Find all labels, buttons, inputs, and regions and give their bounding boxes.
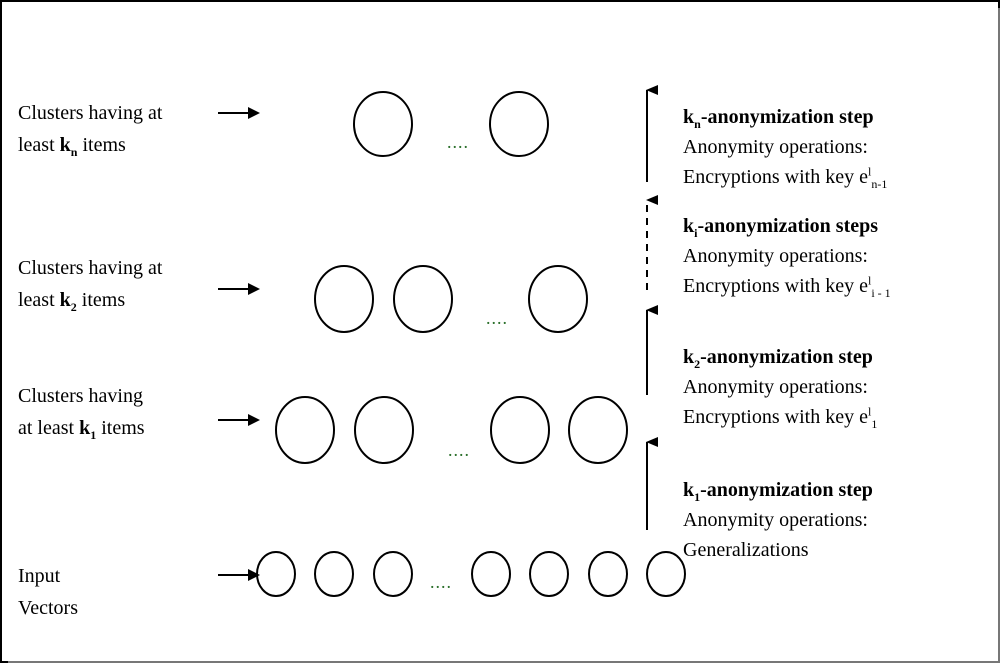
level-n-label: Clusters having at least kn items (18, 97, 162, 161)
arrow-right-level-n (218, 107, 260, 119)
cluster-circle (490, 396, 550, 464)
step-detail: Encryptions with key el1 (683, 404, 878, 431)
label-line1: Clusters having (18, 385, 143, 407)
arrow-right-input (218, 569, 260, 581)
cluster-circle (568, 396, 628, 464)
arrow-right-level-1 (218, 414, 260, 426)
step-title: k2-anonymization step (683, 346, 873, 371)
ellipsis-level-n: .... (447, 132, 469, 152)
cluster-circle (489, 91, 549, 157)
cluster-circle (354, 396, 414, 464)
input-circle (373, 551, 413, 597)
step-operations: Anonymity operations: (683, 245, 868, 267)
label-line2: least kn items (18, 134, 126, 159)
arrow-right-level-2 (218, 283, 260, 295)
level-2-label: Clusters having at least k2 items (18, 252, 162, 316)
cluster-circle (393, 265, 453, 333)
step-title: kn-anonymization step (683, 106, 874, 131)
input-circle (471, 551, 511, 597)
level-1-label: Clusters having at least k1 items (18, 380, 145, 444)
input-circle (256, 551, 296, 597)
label-line2: Vectors (18, 597, 78, 619)
step-ki: ki-anonymization steps Anonymity operati… (683, 211, 891, 301)
input-circle (529, 551, 569, 597)
ellipsis-level-1: .... (448, 440, 470, 460)
ellipsis-input: .... (430, 572, 452, 592)
level-n-clusters (353, 91, 549, 157)
input-vectors-label: Input Vectors (18, 560, 78, 624)
step-detail: Generalizations (683, 539, 809, 561)
level-1-clusters (275, 396, 628, 464)
step-operations: Anonymity operations: (683, 136, 868, 158)
cluster-circle (353, 91, 413, 157)
step-k2: k2-anonymization step Anonymity operatio… (683, 342, 877, 432)
input-circle (314, 551, 354, 597)
label-line1: Input (18, 565, 61, 587)
step-title: ki-anonymization steps (683, 215, 879, 240)
label-line2: at least k1 items (18, 417, 145, 442)
label-line1: Clusters having at (18, 102, 163, 124)
input-circle (588, 551, 628, 597)
step-title: k1-anonymization step (683, 479, 873, 504)
step-kn: kn-anonymization step Anonymity operatio… (683, 102, 887, 192)
step-operations: Anonymity operations: (683, 376, 868, 398)
ellipsis-level-2: .... (486, 308, 508, 328)
step-detail: Encryptions with key eln-1 (683, 164, 888, 191)
step-detail: Encryptions with key eli - 1 (683, 273, 891, 300)
input-circle (646, 551, 686, 597)
step-k1: k1-anonymization step Anonymity operatio… (683, 475, 873, 565)
label-line1: Clusters having at (18, 257, 163, 279)
step-operations: Anonymity operations: (683, 509, 868, 531)
cluster-circle (528, 265, 588, 333)
level-2-clusters (314, 265, 588, 333)
cluster-circle (275, 396, 335, 464)
cluster-circle (314, 265, 374, 333)
input-vector-circles (256, 551, 686, 597)
label-line2: least k2 items (18, 289, 126, 314)
